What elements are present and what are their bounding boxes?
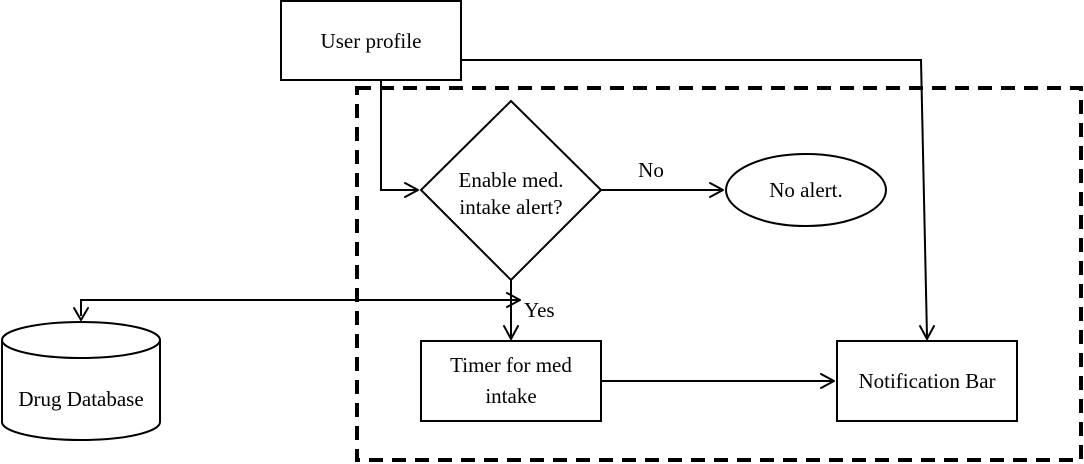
timer-node: Timer for med intake	[420, 340, 602, 422]
decision-node: Enable med. intake alert?	[419, 99, 603, 282]
timer-label-line2: intake	[485, 384, 536, 408]
no-alert-node: No alert.	[725, 153, 887, 227]
decision-label-line2: intake alert?	[459, 195, 562, 219]
user-profile-node: User profile	[280, 0, 462, 81]
notification-bar-label: Notification Bar	[858, 369, 995, 393]
user-profile-label: User profile	[321, 29, 422, 53]
edge-database-link	[73, 292, 521, 321]
system-boundary	[355, 86, 1083, 462]
edge-profile-to-decision	[380, 80, 419, 198]
edge-decision-to-timer: Yes	[503, 280, 555, 340]
edge-label-no: No	[638, 158, 664, 182]
edge-profile-to-notification	[461, 59, 935, 340]
decision-label-line1: Enable med.	[459, 168, 564, 192]
timer-label-line1: Timer for med	[450, 353, 572, 377]
drug-database-node: Drug Database	[1, 321, 161, 441]
notification-bar-node: Notification Bar	[836, 340, 1018, 422]
edge-label-yes: Yes	[524, 298, 555, 322]
edge-timer-to-notification	[601, 373, 835, 389]
edge-decision-to-no-alert: No	[601, 158, 724, 198]
no-alert-label: No alert.	[769, 178, 842, 202]
drug-database-label: Drug Database	[18, 387, 143, 411]
